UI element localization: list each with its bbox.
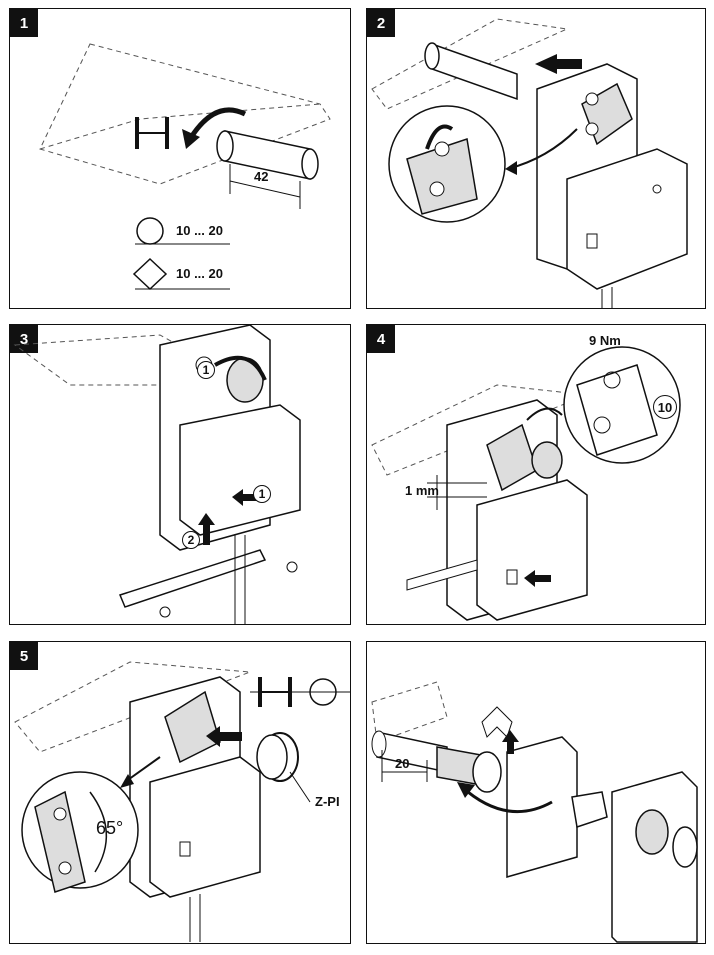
panel-6: 20 [366,641,706,944]
step-badge-1: 1 [10,9,38,37]
step-badge-2: 2 [367,9,395,37]
panel-5: 5 65° Z-PI [9,641,351,944]
wrench-size-label: 10 [653,395,677,419]
panel-5-illustration [14,661,350,942]
panel-1: 1 42 10 ... 20 10 ... 20 [9,8,351,309]
rotation-angle-label: 65° [96,818,124,838]
panel-6-illustration [371,681,698,943]
step-badge-3: 3 [10,325,38,353]
step-badge-5: 5 [10,642,38,670]
shaft-length-label-6: 20 [395,756,410,771]
step-badge-4: 4 [367,325,395,353]
shaft-length-label: 42 [254,169,269,184]
panel-4: 4 9 Nm 10 1 mm [366,324,706,625]
panel-3-illustration [13,325,301,624]
step-marker-1b: 1 [253,485,271,503]
gap-label: 1 mm [405,483,439,498]
torque-label: 9 Nm [589,333,621,348]
panel-2-illustration [371,18,688,308]
step-marker-2: 2 [182,531,200,549]
square-shaft-range: 10 ... 20 [176,266,223,281]
shaft-insert-label: Z-PI [315,794,340,809]
panel-4-illustration [371,346,681,621]
panel-3: 3 1 1 2 [9,324,351,625]
round-shaft-range: 10 ... 20 [176,223,223,238]
panel-1-illustration [39,43,331,291]
step-marker-1: 1 [197,361,215,379]
panel-2: 2 [366,8,706,309]
